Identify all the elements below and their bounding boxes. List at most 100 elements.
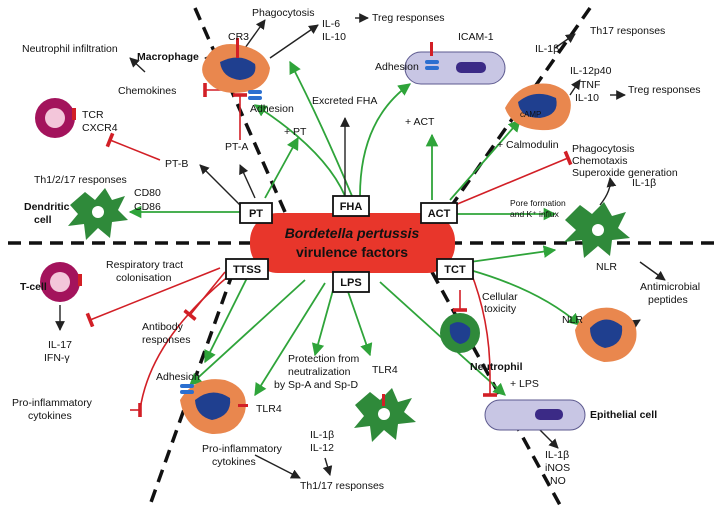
macrophage-cell <box>202 38 270 93</box>
label-cd86: CD86 <box>134 201 161 213</box>
label-il12p40: IL-12p40 <box>570 65 612 77</box>
label-nlr2: NLR <box>562 314 583 326</box>
inhibit-act-phago <box>454 150 573 206</box>
label-excreted-fha: Excreted FHA <box>312 95 377 107</box>
epithelial-cell-top <box>404 42 506 85</box>
label-plus-act: + ACT <box>405 116 435 128</box>
label-cellular2: toxicity <box>484 303 517 315</box>
arrow-il6 <box>269 24 319 59</box>
label-cr3: CR3 <box>228 31 249 43</box>
arrow-lps-macrophage <box>254 282 326 397</box>
factor-box-lps[interactable]: LPS <box>332 271 370 293</box>
epithelial-cell-bottom <box>484 399 586 431</box>
label-tlr4-center: TLR4 <box>372 364 398 376</box>
label-inos: iNOS <box>545 462 570 474</box>
arrow-pt-pta <box>239 164 256 199</box>
label-proinf-bot1: Pro-inflammatory <box>202 443 283 455</box>
label-no: NO <box>550 475 566 487</box>
label-ifng: IFN-γ <box>44 352 70 364</box>
label-protection1: Protection from <box>288 353 359 365</box>
center-subtitle: virulence factors <box>296 244 408 260</box>
factor-box-tct[interactable]: TCT <box>436 258 474 280</box>
inhibit-ttss-antibody <box>183 271 226 321</box>
factor-box-ttss[interactable]: TTSS <box>225 258 269 280</box>
label-pore2: and K⁺ influx <box>510 209 560 219</box>
label-pore1: Pore formation <box>510 198 566 208</box>
label-chemokines: Chemokines <box>118 85 176 97</box>
label-il1b-top: IL-1β <box>535 43 559 55</box>
arrow-neutro-infil <box>129 57 146 73</box>
inhibition-lines <box>85 82 573 413</box>
arrow-il12-th <box>322 457 333 476</box>
factor-label-tct: TCT <box>444 264 466 276</box>
label-macrophage: Macrophage <box>137 51 199 63</box>
arrow-fha-adhesion <box>253 104 346 197</box>
label-antibody2: responses <box>142 334 190 346</box>
label-plus-pt: + PT <box>284 126 307 138</box>
label-nlr1: NLR <box>596 261 617 273</box>
inhibit-ttss-tcell <box>85 267 221 328</box>
factor-box-act[interactable]: ACT <box>420 202 458 224</box>
factor-label-pt: PT <box>249 208 263 220</box>
label-chemotaxis: Chemotaxis <box>572 155 627 167</box>
dendritic-cell-right <box>564 202 630 258</box>
arrow-act-camp <box>449 119 521 201</box>
label-plus-calmodulin: + Calmodulin <box>497 139 559 151</box>
arrow-proinf-th <box>254 454 301 479</box>
label-il12-bottom: IL-12 <box>310 442 334 454</box>
label-th17-top: Th17 responses <box>590 25 665 37</box>
label-antimicrobial1: Antimicrobial <box>640 281 700 293</box>
label-proinf-left1: Pro-inflammatory <box>12 397 93 409</box>
arrow-tct-nlr <box>469 245 557 263</box>
factor-label-fha: FHA <box>340 201 363 213</box>
label-phagocytosis-top: Phagocytosis <box>252 7 314 19</box>
label-neutrophil: Neutrophil <box>470 361 523 373</box>
label-th117-bottom: Th1/17 responses <box>300 480 384 492</box>
label-resp1: Respiratory tract <box>106 259 183 271</box>
label-treg-top: Treg responses <box>372 12 445 24</box>
arrow-il1b-th17 <box>554 33 576 49</box>
factor-boxes: PT FHA ACT TTSS LPS TCT <box>225 195 474 293</box>
label-pt-b: PT-B <box>165 158 188 170</box>
label-il1b-epi: IL-1β <box>545 449 569 461</box>
label-treg-right: Treg responses <box>628 84 701 96</box>
virulence-factors-center: Bordetella pertussis virulence factors <box>250 213 455 273</box>
arrow-nlr-antimicrobial <box>639 261 666 281</box>
label-dendritic-cell: cell <box>34 214 52 226</box>
macrophage-bottom-cell <box>180 379 248 435</box>
arrow-lps-tlr4-left <box>189 279 306 386</box>
label-il6: IL-6 <box>322 18 340 30</box>
neutrophil-cell <box>440 313 480 353</box>
arrow-camp-il12 <box>569 79 581 96</box>
label-adhesion-mac: Adhesion <box>250 103 294 115</box>
label-neutrophil-infiltration: Neutrophil infiltration <box>22 43 118 55</box>
label-protection3: by Sp-A and Sp-D <box>274 379 358 391</box>
activation-arrows <box>128 60 581 397</box>
factor-label-lps: LPS <box>340 277 361 289</box>
label-adhesion-bottom: Adhesion <box>156 371 200 383</box>
arrow-fha-epithelial <box>359 83 412 197</box>
inhibit-ttss-proinf <box>132 274 231 413</box>
arrow-lps-protection <box>311 282 336 357</box>
factor-box-fha[interactable]: FHA <box>332 195 370 217</box>
label-tlr4-left: TLR4 <box>256 403 282 415</box>
factor-box-pt[interactable]: PT <box>239 202 273 224</box>
dendritic-cell-bottom <box>354 388 416 442</box>
arrow-lps-tlr4 <box>344 282 373 357</box>
labels: Phagocytosis IL-6 IL-10 Treg responses C… <box>12 7 701 492</box>
arrow-pore-il1b <box>599 177 617 206</box>
label-phago-right: Phagocytosis <box>572 143 634 155</box>
arrow-epi-il1b <box>539 429 559 449</box>
label-dendritic: Dendritic <box>24 201 70 213</box>
arrow-pt-plus <box>264 136 299 199</box>
label-il10-right: IL-10 <box>575 92 599 104</box>
label-il17: IL-17 <box>48 339 72 351</box>
tcr-cell <box>35 98 76 138</box>
label-superoxide: Superoxide generation <box>572 167 678 179</box>
inhibit-tct-epithelial <box>469 269 498 397</box>
label-il1b-right: IL-1β <box>632 177 656 189</box>
label-cd80: CD80 <box>134 187 161 199</box>
t-cell <box>40 262 82 302</box>
